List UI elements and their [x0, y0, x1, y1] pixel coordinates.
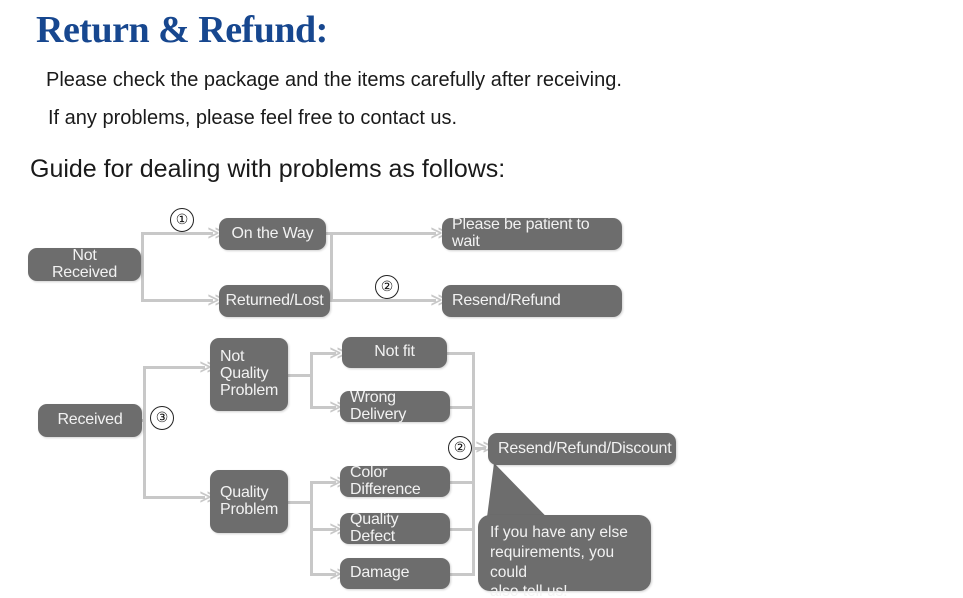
- connector-to-returned-lost: [141, 299, 213, 302]
- guide-heading: Guide for dealing with problems as follo…: [30, 155, 506, 183]
- node-please-be-patient: Please be patient to wait: [442, 216, 622, 250]
- node-not-fit: Not fit: [342, 337, 447, 368]
- connector-to-color-difference: [310, 481, 336, 484]
- step-circle-2a: ②: [375, 275, 399, 299]
- connector-quality-stem: [288, 501, 312, 504]
- connector-received-vertical: [143, 366, 146, 498]
- intro-line-2: If any problems, please feel free to con…: [48, 107, 458, 129]
- connector-merge-color-difference: [450, 481, 475, 484]
- connector-quality-split-vertical: [310, 481, 313, 574]
- connector-on-the-way-right-vertical: [330, 232, 333, 302]
- node-resend-refund-discount: Resend/Refund/Discount: [488, 433, 676, 465]
- node-wrong-delivery: Wrong Delivery: [340, 389, 450, 422]
- node-returned-lost: Returned/Lost: [219, 285, 330, 317]
- page-title: Return & Refund:: [36, 9, 328, 51]
- node-quality-problem: Quality Problem: [210, 470, 288, 533]
- connector-merge-bus-vertical: [472, 352, 475, 574]
- node-not-quality-problem: Not Quality Problem: [210, 338, 288, 411]
- intro-line-1: Please check the package and the items c…: [46, 69, 622, 91]
- connector-returned-lost-out: [330, 299, 436, 302]
- connector-to-quality: [143, 496, 205, 499]
- connector-merge-quality-defect: [450, 528, 475, 531]
- node-resend-refund: Resend/Refund: [442, 285, 622, 317]
- step-circle-1: ①: [170, 208, 194, 232]
- connector-on-the-way-out: [326, 232, 436, 235]
- connector-to-damage: [310, 573, 336, 576]
- connector-merge-damage: [450, 573, 475, 576]
- node-received: Received: [38, 404, 142, 437]
- node-on-the-way: On the Way: [219, 218, 326, 250]
- connector-not-quality-stem: [288, 374, 312, 377]
- step-circle-3: ③: [150, 406, 174, 430]
- step-circle-2b: ②: [448, 436, 472, 460]
- connector-to-wrong-delivery: [310, 406, 336, 409]
- connector-merge-to-resolution: [472, 447, 486, 450]
- connector-to-on-the-way: [141, 232, 213, 235]
- connector-not-quality-split-vertical: [310, 352, 313, 407]
- connector-to-quality-defect: [310, 528, 336, 531]
- connector-not-received-vertical: [141, 232, 144, 302]
- node-color-difference: Color Difference: [340, 464, 450, 497]
- connector-to-not-quality: [143, 366, 205, 369]
- connector-to-not-fit: [310, 352, 336, 355]
- callout-extra-requirements: If you have any else requirements, you c…: [478, 515, 651, 598]
- node-not-received: Not Received: [28, 247, 141, 281]
- node-damage: Damage: [340, 558, 450, 589]
- node-quality-defect: Quality Defect: [340, 511, 450, 544]
- connector-merge-wrong-delivery: [450, 406, 475, 409]
- connector-merge-not-fit: [447, 352, 475, 355]
